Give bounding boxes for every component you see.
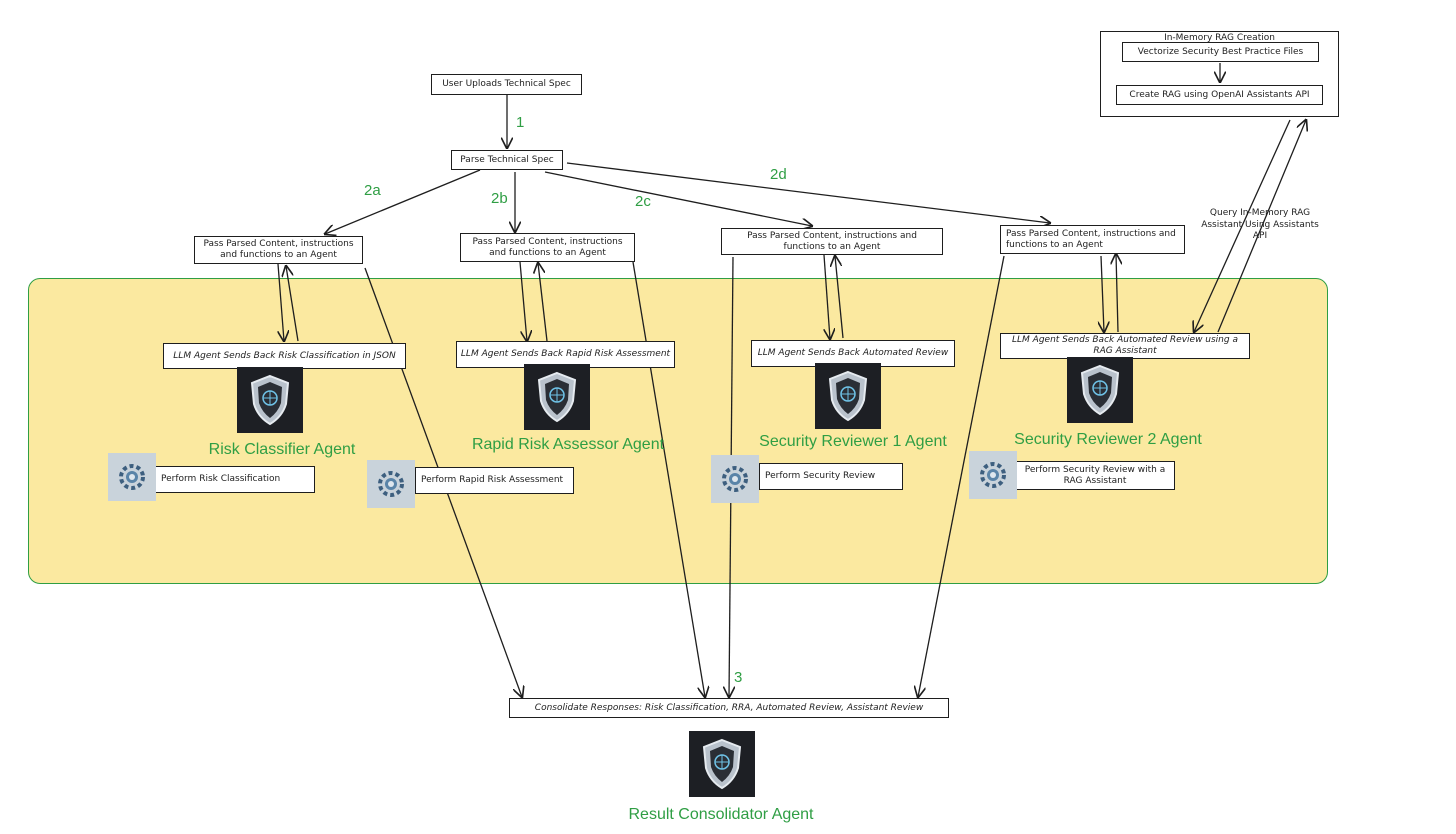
agent-name-result-consolidator: Result Consolidator Agent	[628, 806, 814, 823]
arrow-pass-a-down	[278, 263, 284, 341]
response-risk-classification: LLM Agent Sends Back Risk Classification…	[163, 343, 406, 369]
step-label-2c: 2c	[635, 193, 651, 210]
step-label-1: 1	[516, 114, 525, 131]
step-label-2a: 2a	[364, 182, 381, 199]
gear-brain-icon	[969, 451, 1017, 499]
arrow-pass-b-down	[519, 261, 527, 341]
pass-box-risk-classifier: Pass Parsed Content, instructions and fu…	[194, 236, 363, 264]
arrow-pass-c-down	[823, 254, 830, 339]
agent-name-security-reviewer-2: Security Reviewer 2 Agent	[1014, 431, 1202, 448]
tool-rapid-risk-assessment: Perform Rapid Risk Assessment	[415, 467, 574, 494]
agent-name-rapid-risk-assessor: Rapid Risk Assessor Agent	[471, 436, 665, 453]
pass-box-rapid-risk: Pass Parsed Content, instructions and fu…	[460, 233, 635, 262]
arrow-pass-d-down	[1101, 255, 1104, 332]
arrow-parse-to-pass-c	[544, 171, 812, 226]
tool-risk-classification: Perform Risk Classification	[155, 466, 315, 493]
agent-name-security-reviewer-1: Security Reviewer 1 Agent	[759, 433, 947, 450]
response-rag-review: LLM Agent Sends Back Automated Review us…	[1000, 333, 1250, 359]
gear-brain-icon	[711, 455, 759, 503]
rag-query-note: Query In-Memory RAG Assistant Using Assi…	[1201, 208, 1319, 241]
shield-brain-icon	[1067, 357, 1133, 423]
arrow-rag-to-response-d	[1194, 119, 1291, 332]
parse-spec-box: Parse Technical Spec	[451, 150, 563, 170]
arrow-resp-b-up	[538, 263, 548, 342]
rag-creation-title: In-Memory RAG Creation	[1164, 33, 1275, 43]
step-label-2d: 2d	[770, 166, 787, 183]
user-upload-box: User Uploads Technical Spec	[431, 74, 582, 95]
gear-brain-icon	[367, 460, 415, 508]
arrow-resp-c-up	[835, 256, 844, 339]
tool-security-review-rag: Perform Security Review with a RAG Assis…	[1015, 461, 1175, 490]
arrow-pass-d-to-consolidate	[918, 255, 1005, 697]
agent-name-risk-classifier: Risk Classifier Agent	[208, 441, 356, 458]
response-rapid-risk: LLM Agent Sends Back Rapid Risk Assessme…	[456, 341, 675, 368]
arrow-resp-a-up	[286, 266, 299, 342]
step-label-2b: 2b	[491, 190, 508, 207]
arrow-parse-to-pass-d	[566, 162, 1050, 223]
rag-creation-frame	[1100, 31, 1339, 117]
vectorize-files-box: Vectorize Security Best Practice Files	[1122, 42, 1319, 62]
shield-brain-icon	[689, 731, 755, 797]
create-rag-box: Create RAG using OpenAI Assistants API	[1116, 85, 1323, 105]
step-label-3: 3	[734, 669, 743, 686]
response-automated-review: LLM Agent Sends Back Automated Review	[751, 340, 955, 367]
arrow-pass-b-to-consolidate	[632, 261, 705, 697]
gear-brain-icon	[108, 453, 156, 501]
arrow-response-d-to-rag	[1217, 120, 1306, 333]
consolidate-responses-box: Consolidate Responses: Risk Classificati…	[509, 698, 949, 718]
pass-box-security-reviewer-2: Pass Parsed Content, instructions and fu…	[1000, 225, 1185, 254]
arrow-parse-to-pass-a	[325, 169, 481, 234]
shield-brain-icon	[524, 364, 590, 430]
tool-security-review: Perform Security Review	[759, 463, 903, 490]
shield-brain-icon	[815, 363, 881, 429]
shield-brain-icon	[237, 367, 303, 433]
arrow-resp-d-up	[1116, 254, 1118, 333]
pass-box-security-reviewer-1: Pass Parsed Content, instructions and fu…	[721, 228, 943, 255]
